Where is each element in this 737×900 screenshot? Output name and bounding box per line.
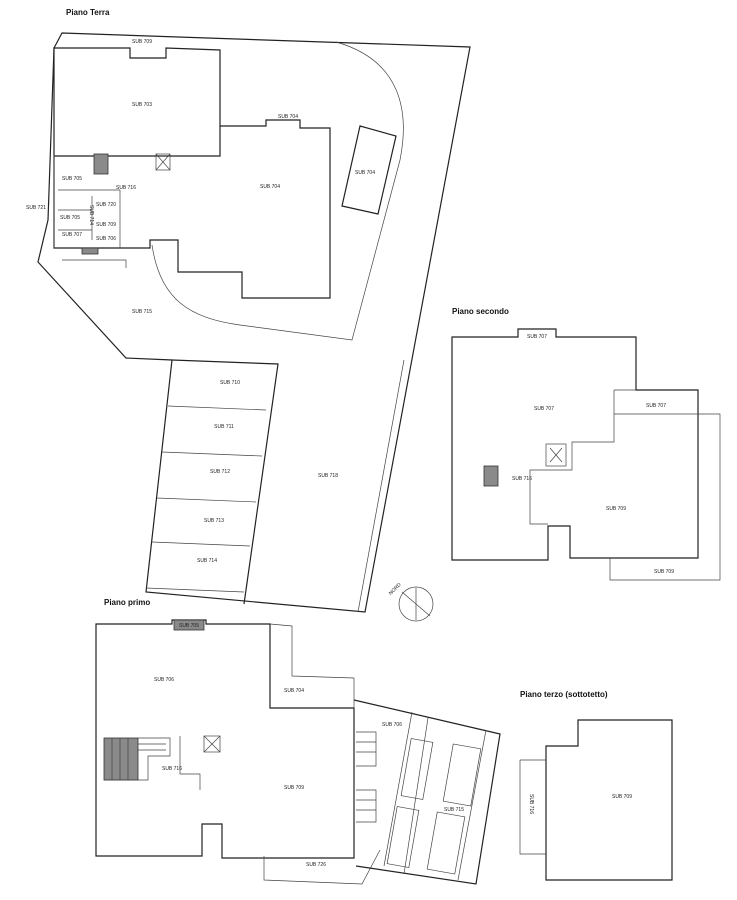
unit-label: SUB 704 <box>260 184 280 190</box>
unit-label: SUB 714 <box>88 205 94 225</box>
unit-label: SUB 706 <box>154 677 174 683</box>
unit-label: SUB 709 <box>612 794 632 800</box>
unit-label: SUB 705 <box>179 623 199 629</box>
unit-label: SUB 711 <box>214 424 234 430</box>
second-floor-plan: Piano secondo SUB 707 SUB 707 SUB 707 SU… <box>451 307 721 581</box>
north-label: NORD <box>388 582 403 597</box>
ground-floor-title: Piano Terra <box>66 8 110 17</box>
unit-label: SUB 713 <box>204 518 224 524</box>
third-floor-plan: Piano terzo (sottotetto) SUB 709 SUB 716 <box>519 690 673 881</box>
unit-label: SUB 716 <box>116 185 136 191</box>
unit-label: SUB 706 <box>382 722 402 728</box>
first-floor-plan: Piano primo SUB 705 SUB 706 SUB 704 SUB … <box>95 598 501 885</box>
unit-label: SUB 709 <box>606 506 626 512</box>
unit-label: SUB 718 <box>318 473 338 479</box>
ground-floor-unit-labels: SUB 709 SUB 703 SUB 704 SUB 704 SUB 705 … <box>26 39 375 564</box>
unit-label: SUB 707 <box>527 334 547 340</box>
unit-label: SUB 705 <box>60 215 80 221</box>
unit-label: SUB 720 <box>96 202 116 208</box>
unit-label: SUB 704 <box>355 170 375 176</box>
unit-label: SUB 715 <box>444 807 464 813</box>
unit-label: SUB 721 <box>26 205 46 211</box>
unit-label: SUB 726 <box>306 862 326 868</box>
third-floor-title: Piano terzo (sottotetto) <box>520 690 608 699</box>
unit-label: SUB 709 <box>654 569 674 575</box>
unit-label: SUB 716 <box>162 766 182 772</box>
unit-label: SUB 715 <box>132 309 152 315</box>
unit-label: SUB 714 <box>197 558 217 564</box>
unit-label: SUB 707 <box>646 403 666 409</box>
second-floor-unit-labels: SUB 707 SUB 707 SUB 707 SUB 716 SUB 709 … <box>512 334 674 575</box>
unit-label: SUB 703 <box>132 102 152 108</box>
first-floor-title: Piano primo <box>104 598 150 607</box>
unit-label: SUB 716 <box>512 476 532 482</box>
unit-label: SUB 705 <box>62 176 82 182</box>
unit-label: SUB 704 <box>278 114 298 120</box>
unit-label: SUB 709 <box>96 222 116 228</box>
ground-floor-plan: Piano Terra SUB 709 SUB 703 SUB 704 SUB … <box>26 8 471 613</box>
third-floor-unit-labels: SUB 709 SUB 716 <box>528 794 632 814</box>
unit-label: SUB 704 <box>284 688 304 694</box>
unit-label: SUB 712 <box>210 469 230 475</box>
first-floor-unit-labels: SUB 705 SUB 706 SUB 704 SUB 706 SUB 716 … <box>154 623 464 868</box>
unit-label: SUB 709 <box>132 39 152 45</box>
unit-label: SUB 710 <box>220 380 240 386</box>
unit-label: SUB 706 <box>96 236 116 242</box>
unit-label: SUB 716 <box>528 794 534 814</box>
second-floor-title: Piano secondo <box>452 307 509 316</box>
unit-label: SUB 707 <box>534 406 554 412</box>
unit-label: SUB 707 <box>62 232 82 238</box>
north-arrow: NORD <box>388 582 434 622</box>
unit-label: SUB 709 <box>284 785 304 791</box>
